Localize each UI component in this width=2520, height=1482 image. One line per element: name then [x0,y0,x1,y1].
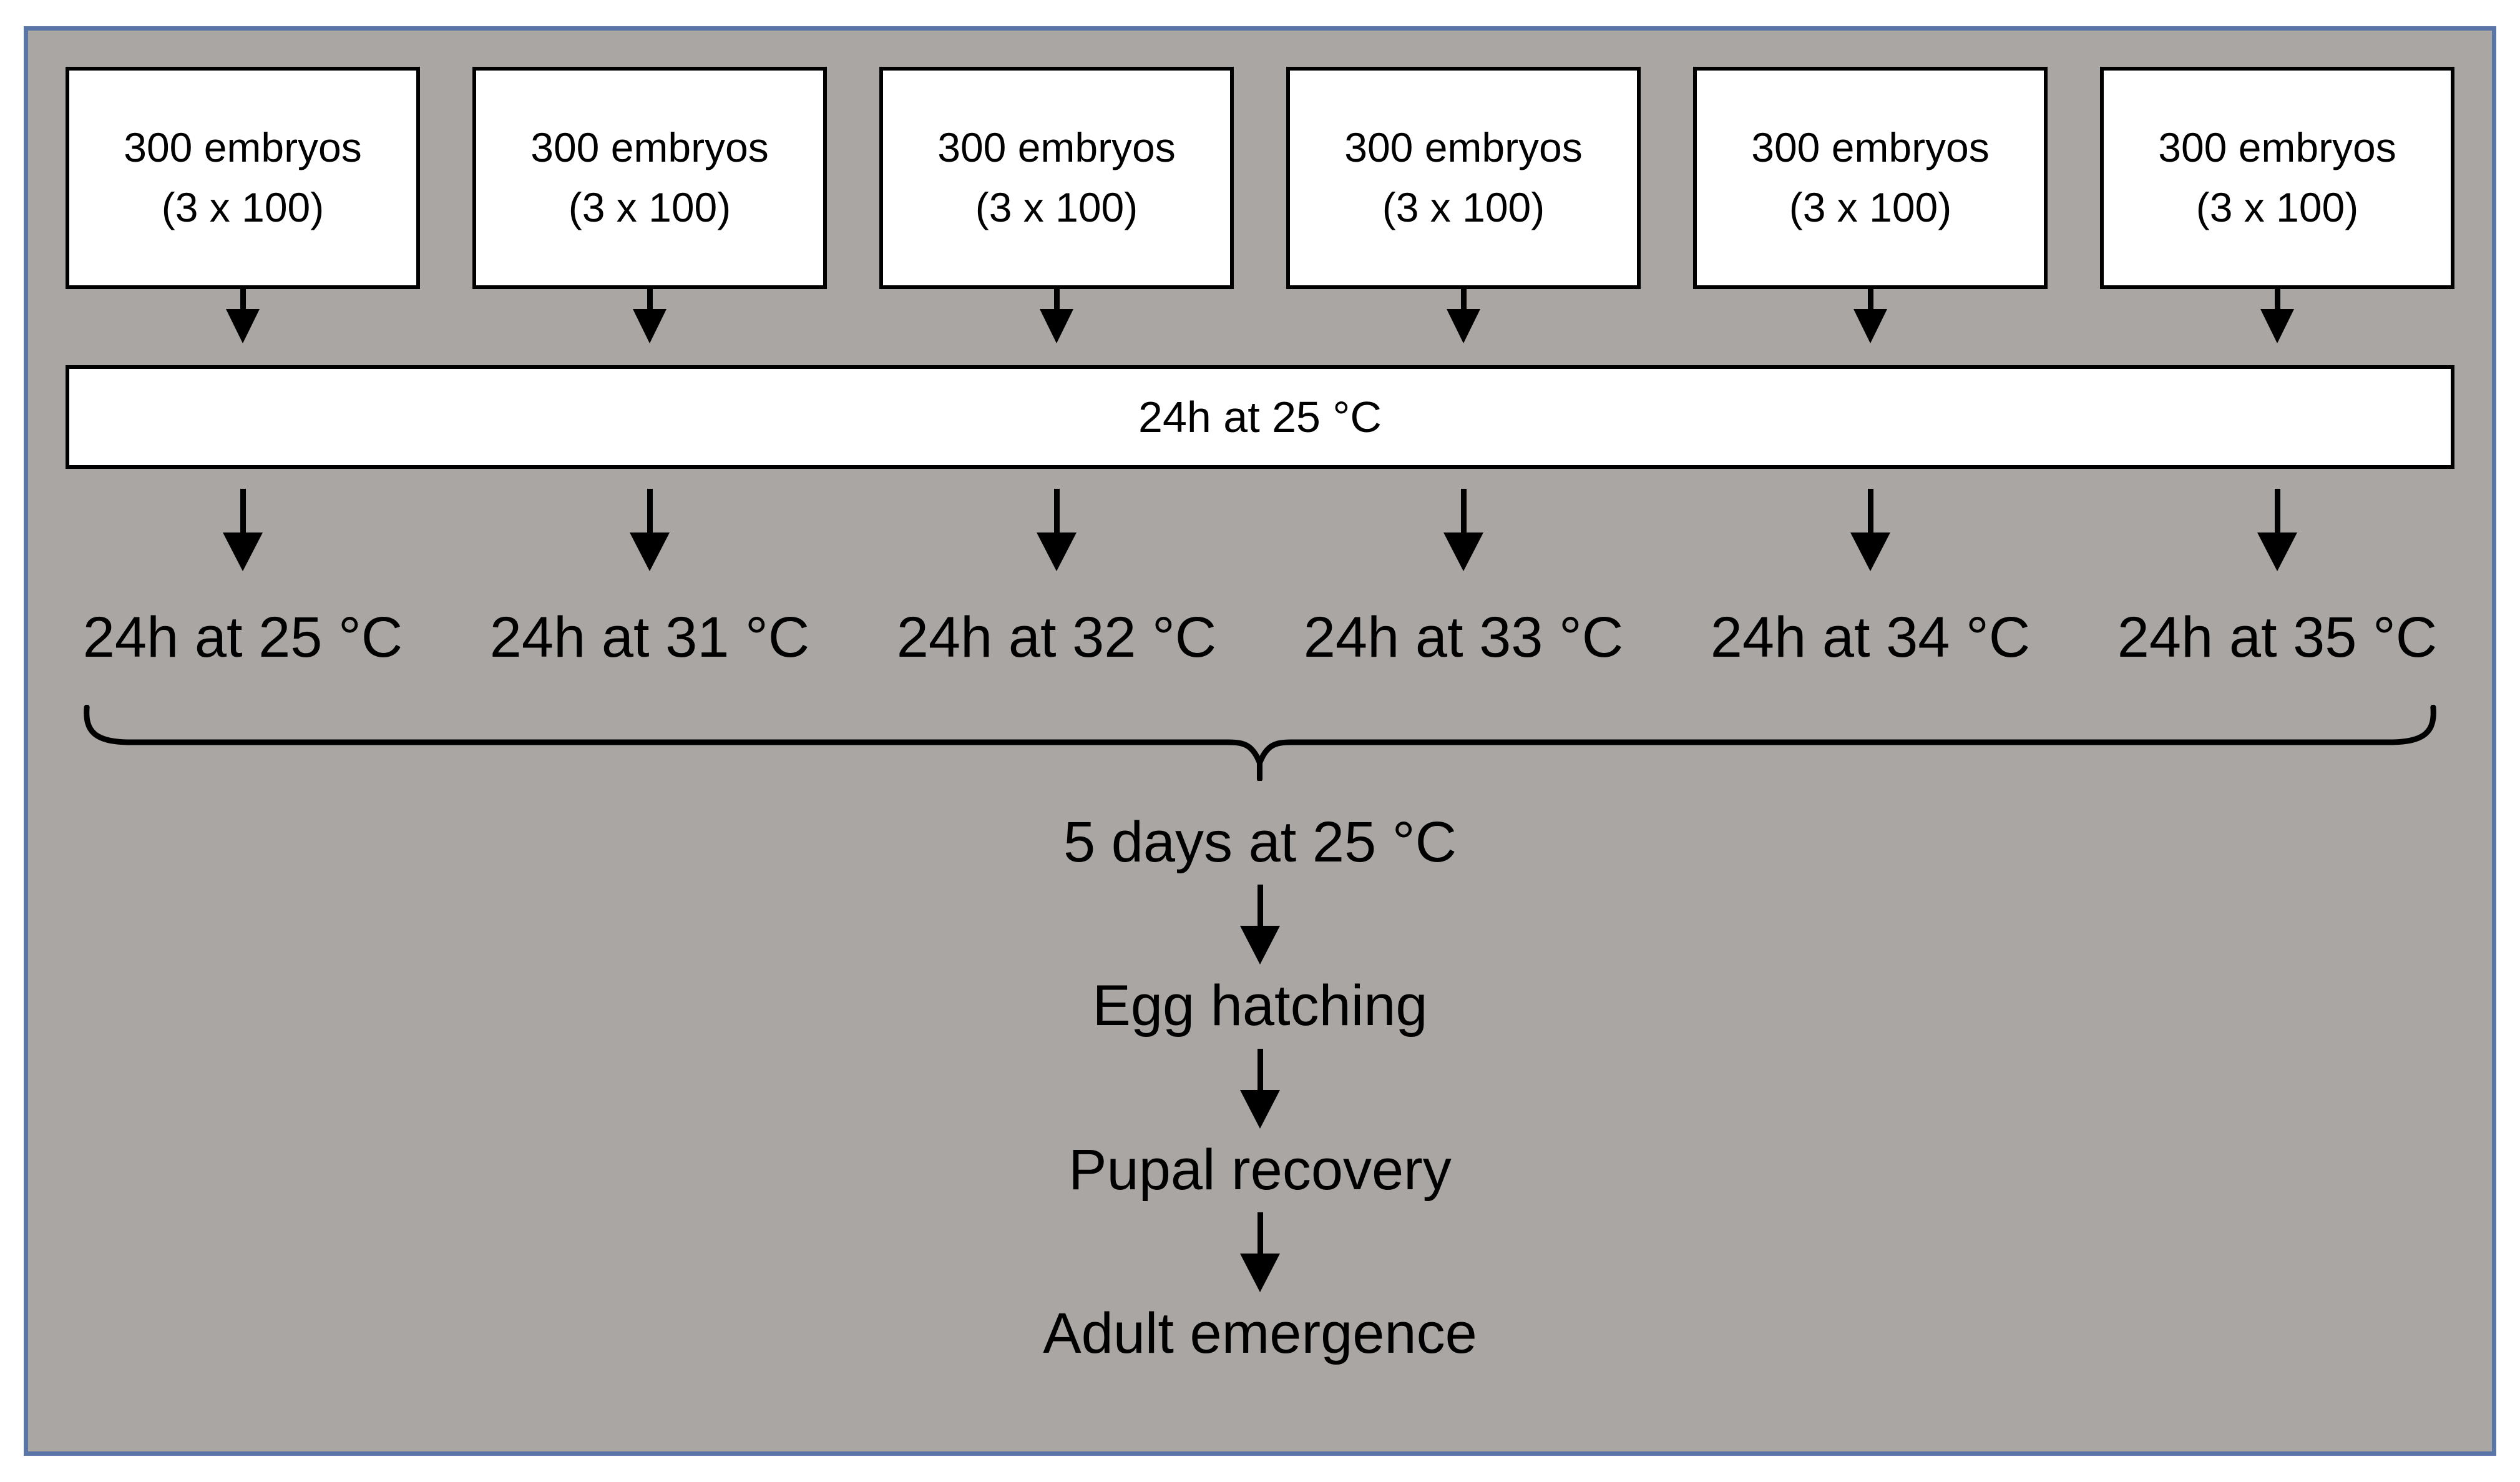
down-arrow-icon [1037,489,1077,571]
pupal-recovery-label: Pupal recovery [1068,1137,1452,1202]
embryo-box-line2: (3 x 100) [568,184,731,230]
treatment-label: 24h at 35 °C [2117,606,2438,669]
embryo-box-line1: 300 embryos [530,124,769,171]
down-arrow-icon [633,289,667,343]
down-arrow-icon [2257,489,2297,571]
down-arrow-icon [226,289,260,343]
treatment-label: 24h at 33 °C [1303,606,1624,669]
down-arrow-icon [1240,885,1280,965]
treatment-label: 24h at 25 °C [82,606,403,669]
embryo-box-line1: 300 embryos [2158,124,2396,171]
incubation-bar-label: 24h at 25 °C [1138,393,1382,441]
embryo-box-line2: (3 x 100) [1382,184,1545,230]
down-arrow-icon [1443,489,1483,571]
adult-emergence-label: Adult emergence [1043,1301,1477,1365]
embryo-box-line1: 300 embryos [937,124,1176,171]
embryo-box: 300 embryos (3 x 100) [2100,67,2454,289]
egg-hatching-label: Egg hatching [1092,974,1428,1038]
arrow-row-treatments [66,489,2454,571]
embryo-box-line1: 300 embryos [124,124,362,171]
embryo-box-row: 300 embryos (3 x 100) 300 embryos (3 x 1… [66,67,2454,289]
down-arrow-icon [2260,289,2294,343]
embryo-box: 300 embryos (3 x 100) [1693,67,2048,289]
embryo-box-line2: (3 x 100) [2195,184,2359,230]
down-arrow-icon [1850,489,1890,571]
down-arrow-icon [1040,289,1073,343]
treatment-label: 24h at 31 °C [489,606,810,669]
post-treatment-flow: 5 days at 25 °C Egg hatching Pupal recov… [66,807,2454,1368]
brace-icon [84,705,2436,782]
arrow-row-boxes [66,289,2454,343]
embryo-box-line2: (3 x 100) [161,184,325,230]
treatment-label: 24h at 34 °C [1710,606,2031,669]
embryo-box: 300 embryos (3 x 100) [472,67,827,289]
embryo-box-line1: 300 embryos [1344,124,1583,171]
down-arrow-icon [1240,1048,1280,1129]
down-arrow-icon [630,489,670,571]
embryo-box-line1: 300 embryos [1751,124,1990,171]
diagram-frame: 300 embryos (3 x 100) 300 embryos (3 x 1… [24,26,2496,1456]
treatment-label: 24h at 32 °C [896,606,1217,669]
embryo-box: 300 embryos (3 x 100) [66,67,420,289]
down-arrow-icon [1853,289,1887,343]
down-arrow-icon [1447,289,1480,343]
embryo-box: 300 embryos (3 x 100) [879,67,1234,289]
brace-wrap [66,705,2454,782]
pooling-duration-label: 5 days at 25 °C [1063,810,1457,875]
treatment-row: 24h at 25 °C 24h at 31 °C 24h at 32 °C 2… [66,602,2454,672]
embryo-box-line2: (3 x 100) [975,184,1138,230]
embryo-box: 300 embryos (3 x 100) [1286,67,1641,289]
embryo-box-line2: (3 x 100) [1789,184,1952,230]
down-arrow-icon [223,489,263,571]
incubation-bar: 24h at 25 °C [66,365,2454,469]
down-arrow-icon [1240,1212,1280,1292]
